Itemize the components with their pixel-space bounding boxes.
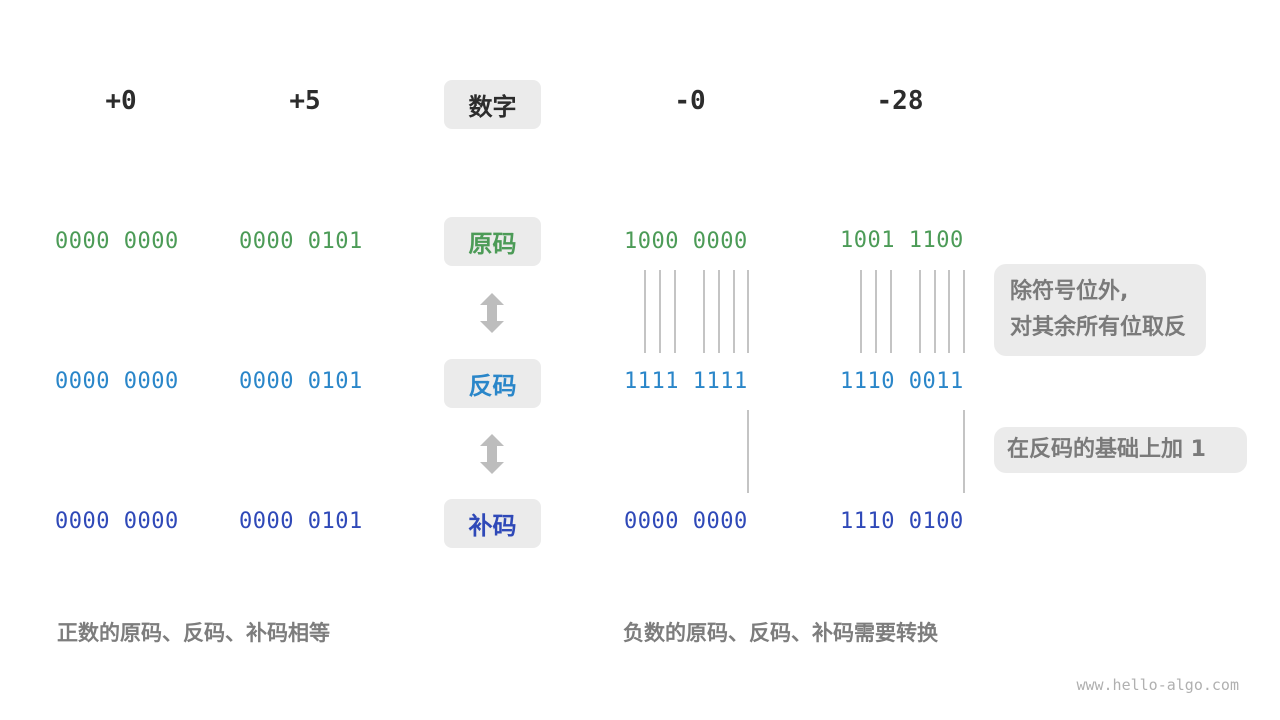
note-invert-line2: 对其余所有位取反: [1010, 315, 1187, 340]
pos5-ones-bits: 0000 0101: [239, 369, 363, 394]
note-add-one: 在反码的基础上加 1: [994, 427, 1247, 473]
pos0-original-bits: 0000 0000: [55, 229, 179, 254]
pos5-original-bits: 0000 0101: [239, 229, 363, 254]
caption-positive: 正数的原码、反码、补码相等: [57, 621, 330, 645]
note-invert-bits: 除符号位外, 对其余所有位取反: [994, 264, 1206, 356]
header-pos5: +5: [289, 86, 321, 116]
label-ones-complement: 反码: [444, 359, 541, 408]
neg0-ones-bits: 1111 1111: [624, 369, 748, 394]
header-number-label: 数字: [444, 80, 541, 129]
double-arrow-icon-lower: [480, 434, 504, 474]
neg28-ones-bits: 1110 0011: [840, 369, 964, 394]
pos5-twos-bits: 0000 0101: [239, 509, 363, 534]
neg0-original-bits: 1000 0000: [624, 229, 748, 254]
header-neg0: -0: [674, 86, 706, 116]
pos0-twos-bits: 0000 0000: [55, 509, 179, 534]
label-original-code: 原码: [444, 217, 541, 266]
pos0-ones-bits: 0000 0000: [55, 369, 179, 394]
neg28-original-bits: 1001 1100: [840, 228, 964, 253]
footer-watermark: www.hello-algo.com: [1076, 676, 1239, 694]
caption-negative: 负数的原码、反码、补码需要转换: [623, 621, 938, 645]
header-pos0: +0: [105, 86, 137, 116]
note-invert-line1: 除符号位外,: [1010, 279, 1129, 304]
neg28-twos-bits: 1110 0100: [840, 509, 964, 534]
invert-lines-neg0: [644, 270, 749, 353]
invert-lines-neg28: [860, 270, 965, 353]
label-twos-complement: 补码: [444, 499, 541, 548]
neg0-twos-bits: 0000 0000: [624, 509, 748, 534]
header-neg28: -28: [876, 86, 924, 116]
double-arrow-icon-upper: [480, 293, 504, 333]
